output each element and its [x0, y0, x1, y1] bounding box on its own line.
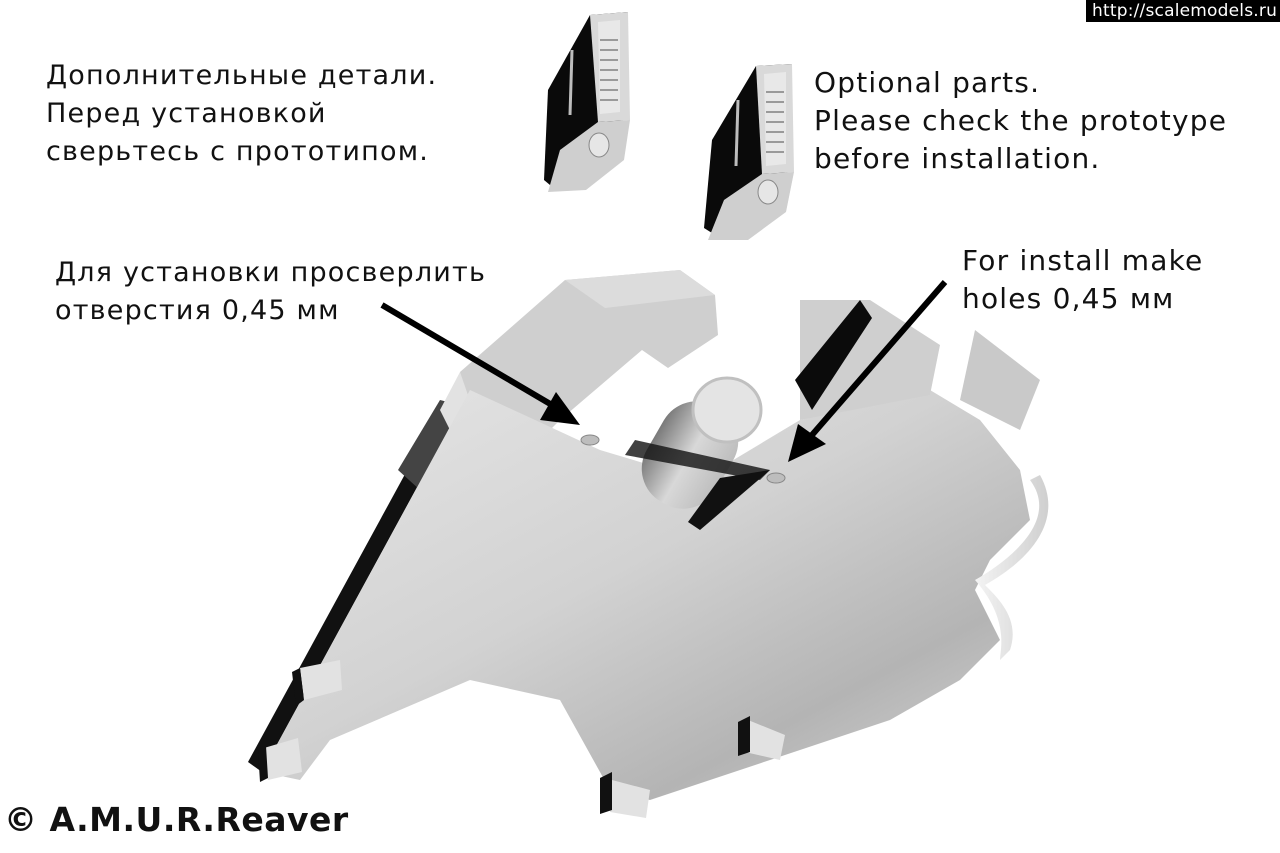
note-line: Дополнительные детали. — [46, 60, 438, 91]
drill-hole-right — [766, 472, 786, 484]
note-line: holes 0,45 мм — [962, 282, 1175, 315]
holes-note-en: For install make holes 0,45 мм — [962, 242, 1203, 318]
arrow-left-hole — [380, 302, 580, 425]
note-line: сверьтесь с прототипом. — [46, 136, 430, 167]
optional-part-1 — [544, 12, 630, 192]
site-watermark: http://scalemodels.ru — [1086, 0, 1280, 22]
note-line: before installation. — [814, 142, 1101, 175]
note-line: отверстия 0,45 мм — [55, 295, 340, 326]
drill-hole-left — [580, 434, 600, 446]
copyright-label: © A.M.U.R.Reaver — [4, 800, 349, 839]
note-line: Перед установкой — [46, 98, 327, 129]
arrow-right-hole — [788, 280, 948, 462]
optional-part-2 — [704, 64, 794, 240]
holes-note-ru: Для установки просверлить отверстия 0,45… — [55, 254, 486, 330]
optional-parts-note-en: Optional parts. Please check the prototy… — [814, 64, 1227, 178]
note-line: Optional parts. — [814, 66, 1041, 99]
mounting-tabs — [258, 660, 785, 818]
note-line: Please check the prototype — [814, 104, 1228, 137]
main-part — [248, 270, 1049, 818]
note-line: For install make — [962, 244, 1204, 277]
note-line: Для установки просверлить — [55, 257, 487, 288]
optional-parts-note-ru: Дополнительные детали. Перед установкой … — [46, 57, 437, 171]
